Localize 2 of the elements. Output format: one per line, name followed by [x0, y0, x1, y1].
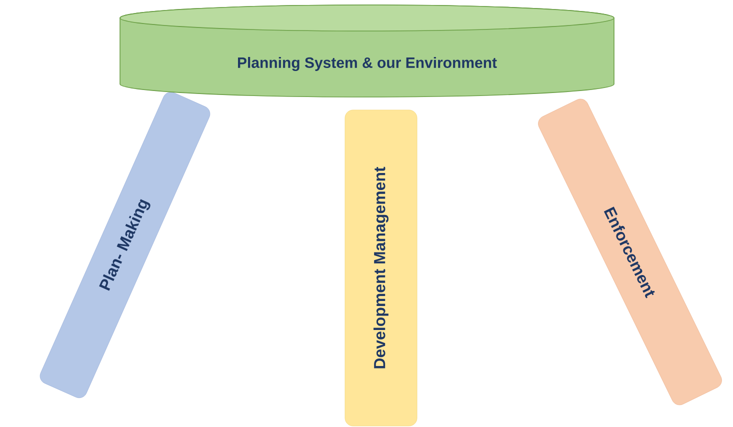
stool-leg: Development Management: [344, 110, 418, 426]
stool-seat: Planning System & our Environment: [120, 4, 614, 98]
